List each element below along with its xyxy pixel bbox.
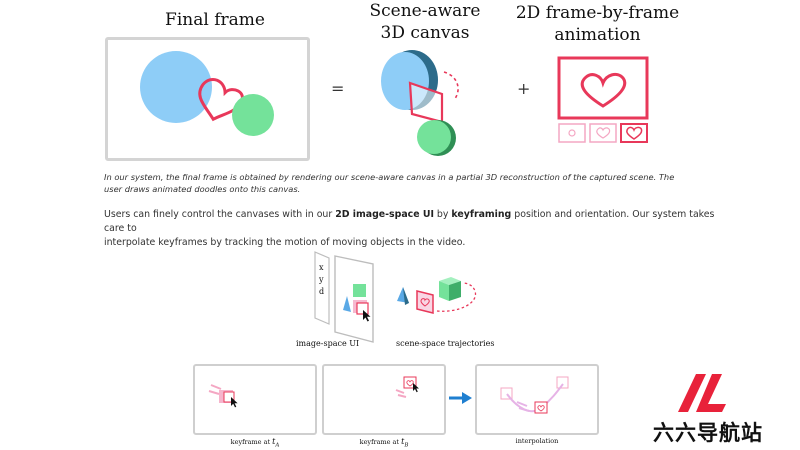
kf-b-motion-lines: [395, 389, 407, 398]
thumbnail-2-heart: [596, 127, 611, 139]
final-frame-drawing: [140, 51, 274, 136]
interp-end-frame: [556, 376, 569, 389]
paragraph-line1: Users can finely control the canvases wi…: [104, 208, 724, 236]
scene-canvas-illustration: [381, 50, 459, 156]
kf-b-sub: B: [404, 442, 409, 449]
cursor-icon: [363, 310, 371, 322]
paragraph-text-1: Users can finely control the canvases wi…: [104, 209, 336, 220]
green-sphere: [232, 94, 274, 136]
caption-line1: In our system, the final frame is obtain…: [104, 172, 675, 182]
kf-b-cursor-icon: [413, 383, 419, 393]
plus-sign: +: [517, 79, 531, 98]
paragraph-line2: interpolate keyframes by tracking the mo…: [104, 237, 466, 248]
equals-sign: =: [331, 79, 345, 98]
scene-trajectory: [436, 282, 477, 312]
thumbnail-1-mark: [568, 129, 576, 137]
interp-motion-lines: [516, 401, 530, 412]
final-frame-title: Final frame: [165, 10, 265, 30]
animation-title-line1: 2D frame-by-frame: [515, 3, 680, 23]
watermark-text: 六六导航站: [653, 421, 763, 445]
figure-caption: In our system, the final frame is obtain…: [104, 171, 704, 195]
scene-green-cube-front: [439, 281, 449, 301]
keyframe-a-panel: [193, 364, 317, 435]
axis-y-label: y: [319, 275, 324, 284]
animation-illustration: [557, 56, 649, 143]
kf-a-cursor-icon: [231, 397, 238, 408]
axis-x-label: x: [319, 263, 324, 272]
thumbnail-1: [558, 123, 586, 143]
keyframe-b-panel: [322, 364, 446, 435]
final-frame-illustration: [105, 37, 310, 161]
kf-a-prefix: keyframe at: [230, 438, 273, 446]
watermark-logo-icon: [678, 374, 726, 412]
kf-a-heart-frame: [223, 391, 235, 403]
animation-heart: [580, 72, 627, 108]
interp-middle-heart: [537, 405, 545, 412]
interp-start-frame: [500, 387, 513, 400]
paragraph-bold-ui: 2D image-space UI: [335, 209, 434, 220]
keyframe-a-label: keyframe at tA: [193, 437, 317, 448]
canvas-plane: [408, 81, 444, 124]
thumbnail-3-heart: [626, 126, 643, 140]
kf-a-motion-lines: [208, 384, 222, 395]
interpolation-drawing: [500, 376, 569, 414]
arrow-right-icon: [449, 392, 472, 404]
scene-green-cube-top: [439, 277, 461, 285]
caption-line2: user draws animated doodles onto this ca…: [104, 184, 301, 194]
kf-a-var: t: [272, 437, 276, 446]
green-sphere-3d: [417, 120, 451, 154]
image-space-ui-illustration: [314, 251, 374, 343]
keyframe-b-label: keyframe at tB: [322, 437, 446, 448]
scene-space-illustration: [397, 277, 477, 314]
scene-canvas-title-line2: 3D canvas: [380, 23, 470, 43]
description-paragraph: Users can finely control the canvases wi…: [104, 208, 724, 250]
axis-d-label: d: [319, 287, 325, 296]
blue-pyramid: [343, 296, 351, 312]
kf-a-sub: A: [275, 442, 280, 449]
animation-main-frame: [557, 56, 649, 120]
image-plane: [334, 255, 374, 343]
scene-space-label: scene-space trajectories: [396, 339, 495, 348]
paragraph-bold-keyframing: keyframing: [451, 209, 512, 220]
scene-canvas-title: Scene-aware 3D canvas: [350, 0, 500, 44]
scene-green-cube-side: [449, 281, 461, 301]
axes-panel: [314, 251, 330, 325]
kf-b-var: t: [401, 437, 405, 446]
interpolation-panel: [475, 364, 599, 435]
trajectory-dash: [443, 71, 459, 101]
blue-sphere: [140, 51, 212, 123]
kf-b-prefix: keyframe at: [359, 438, 402, 446]
keyframe-b-drawing: [395, 376, 419, 398]
heart-frame: [356, 302, 369, 315]
image-space-label: image-space UI: [296, 339, 360, 348]
paragraph-text-2: by: [433, 209, 452, 220]
scene-canvas-plane: [416, 290, 434, 314]
paragraph-text-3: position and orientation. Our system tak…: [104, 209, 715, 234]
animation-title: 2D frame-by-frame animation: [510, 2, 685, 46]
scene-canvas-heart: [420, 298, 430, 307]
scene-blue-pyramid-shade: [403, 287, 409, 305]
interpolation-label: interpolation: [515, 437, 559, 445]
keyframe-a-drawing: [208, 384, 238, 408]
scene-canvas-title-line1: Scene-aware: [369, 1, 481, 21]
kf-b-heart: [406, 380, 414, 387]
green-cube: [353, 284, 366, 297]
thumbnail-2: [589, 123, 617, 143]
animation-title-line2: animation: [554, 25, 641, 45]
